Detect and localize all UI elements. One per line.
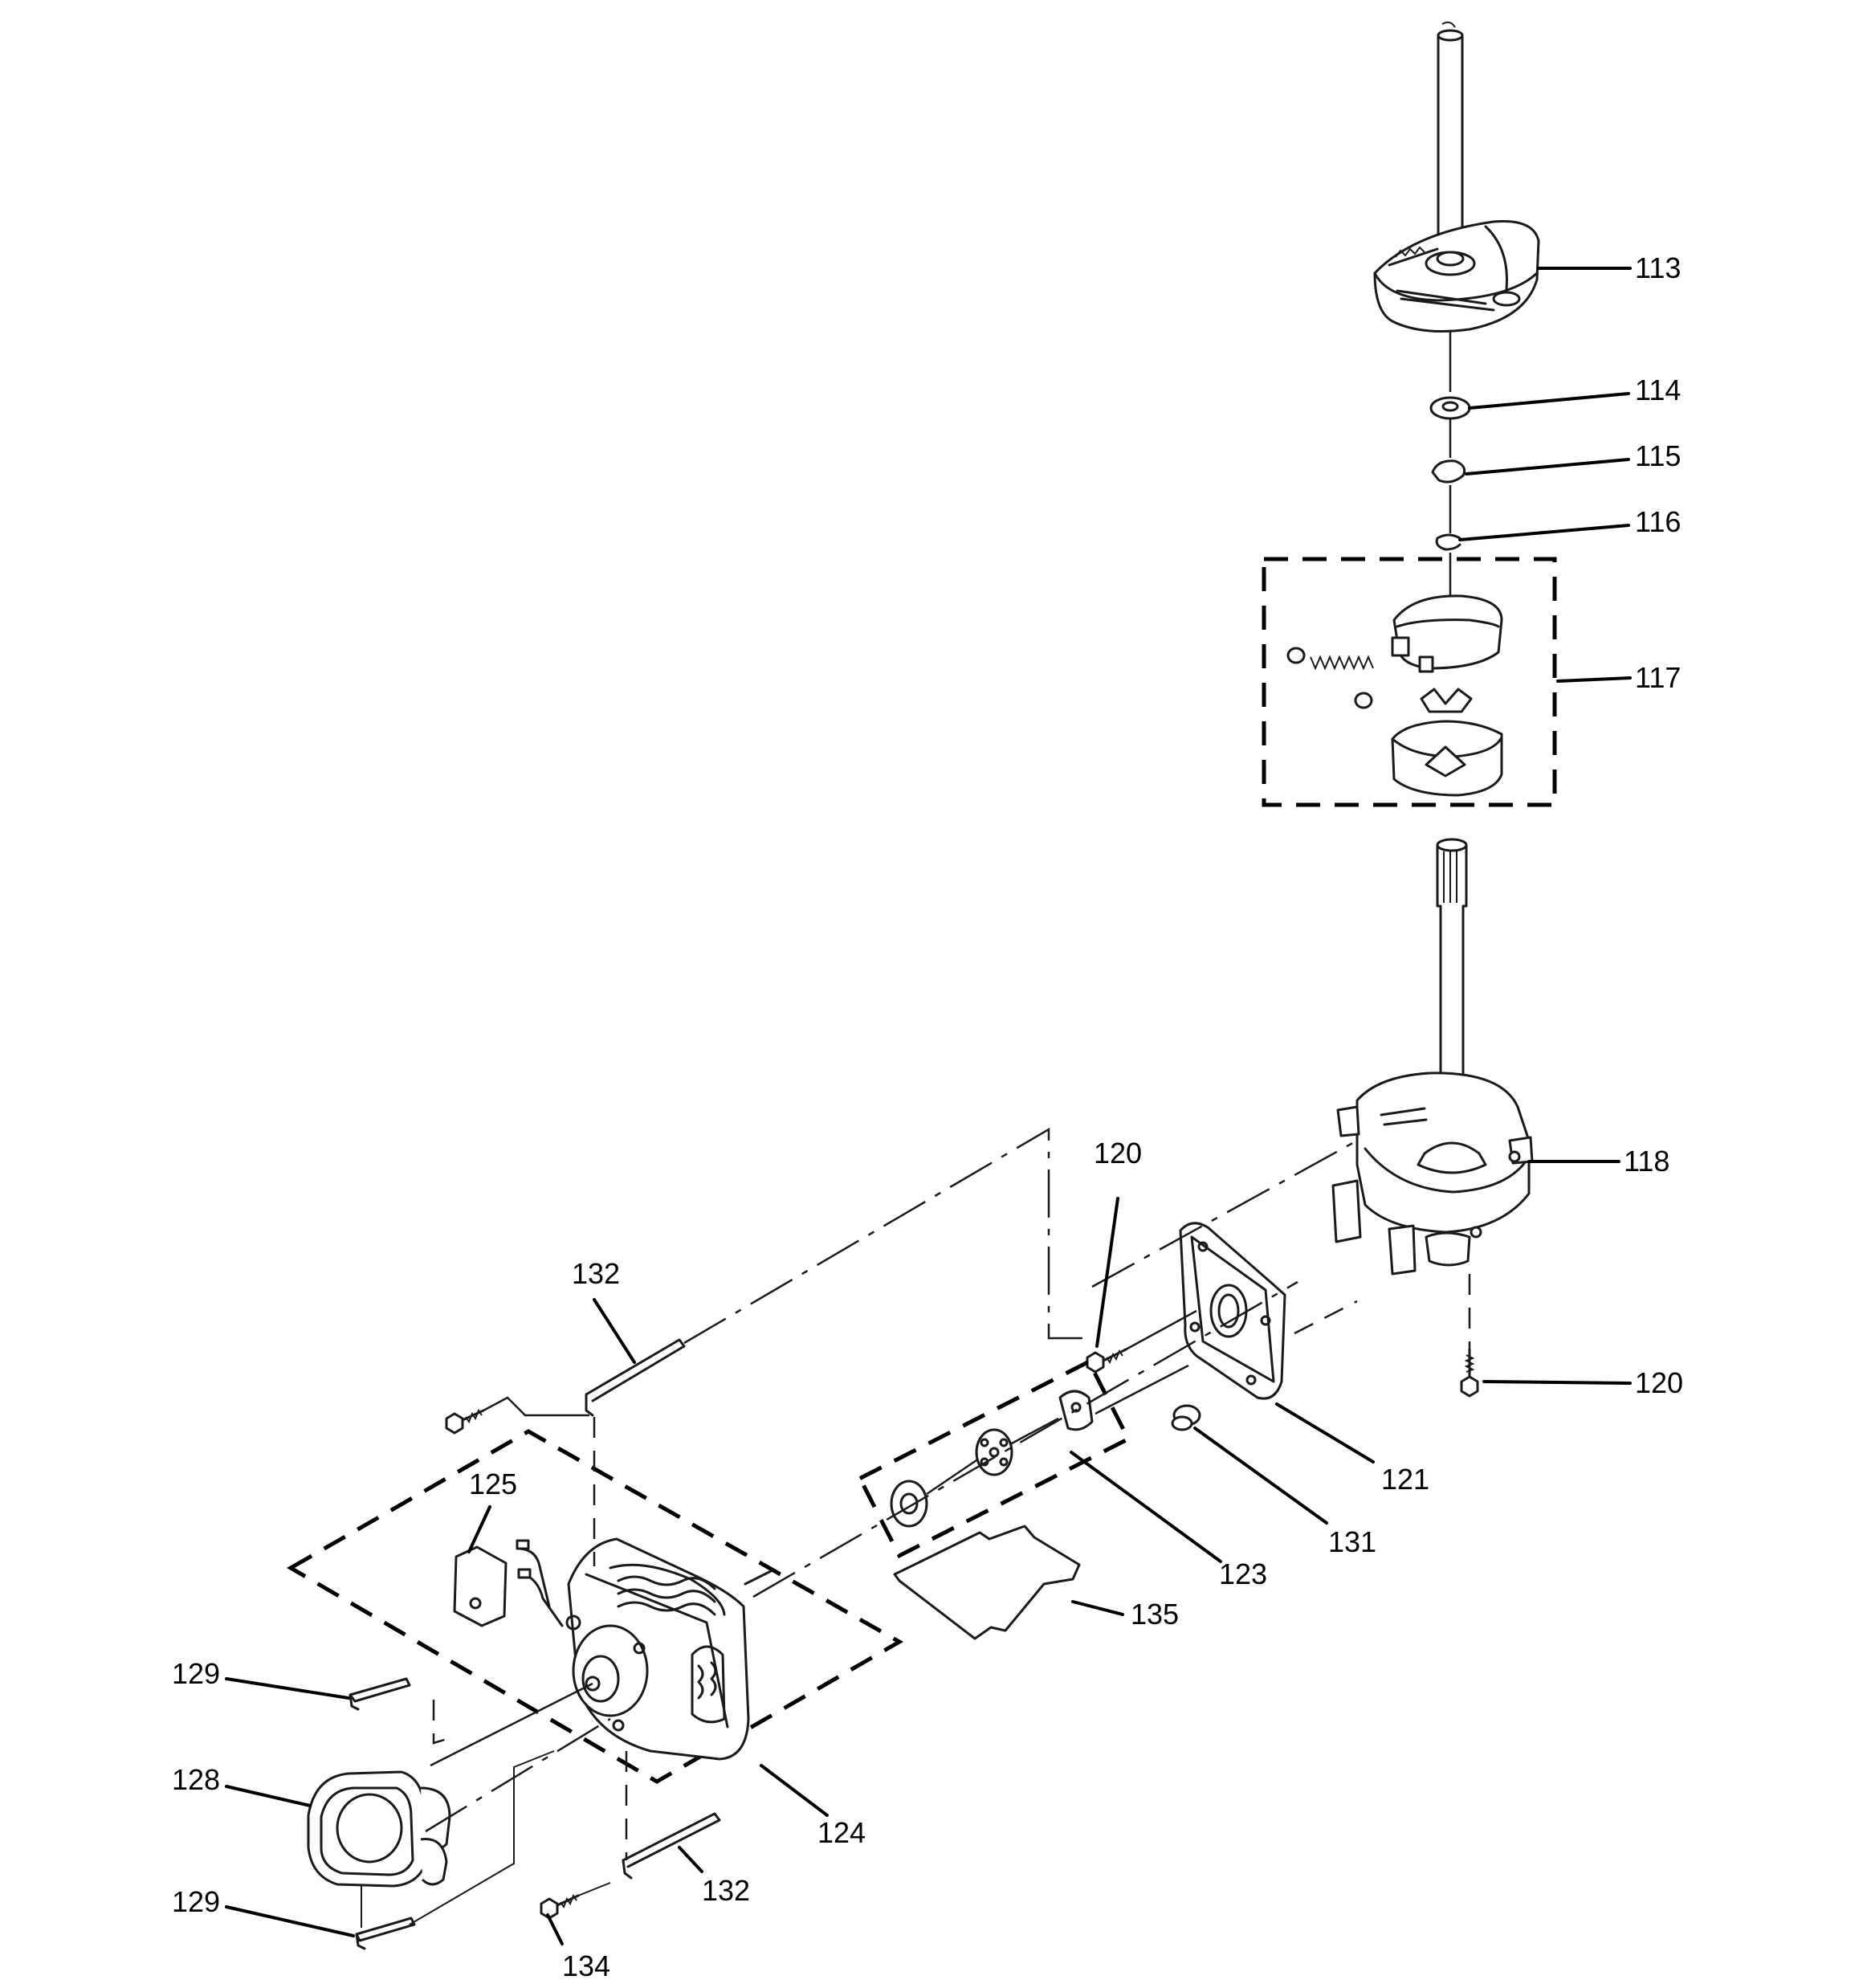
part-120-screw-lower [1460, 1348, 1479, 1398]
callout-118: 118 [1624, 1145, 1669, 1178]
part-125-switch [453, 1539, 564, 1627]
part-117-clutch-assembly [1286, 594, 1503, 797]
part-115-clip [1431, 459, 1466, 484]
part-129-clip-lower [355, 1917, 416, 1950]
callout-115: 115 [1635, 439, 1681, 472]
part-116-retaining-ring [1435, 533, 1461, 551]
callout-leaders [225, 267, 1632, 1945]
part-114-washer [1429, 396, 1471, 420]
callout-132-lower: 132 [702, 1874, 750, 1907]
part-123-group-box [857, 1358, 1131, 1559]
part-113-brake-assembly [1373, 220, 1540, 333]
callout-117: 117 [1635, 661, 1681, 694]
callout-131: 131 [1328, 1525, 1376, 1558]
part-132-bracket-lower [622, 1812, 721, 1880]
assembly-lines [361, 1127, 1471, 1928]
callout-129-lower: 129 [172, 1885, 220, 1918]
part-118-transmission [1331, 1072, 1534, 1276]
part-121-mounting-plate [1179, 1222, 1286, 1400]
callout-121: 121 [1381, 1463, 1429, 1496]
transmission-shaft [1436, 838, 1468, 1145]
part-124-group-box [287, 1429, 904, 1784]
callout-125: 125 [469, 1468, 517, 1500]
callout-135: 135 [1131, 1598, 1179, 1631]
callout-120-upper: 120 [1094, 1137, 1142, 1170]
part-135-pad [893, 1525, 1081, 1640]
callout-114: 114 [1635, 374, 1681, 406]
part-132-bracket-upper [585, 1338, 686, 1417]
callout-116: 116 [1635, 505, 1681, 538]
agitator-shaft [1437, 21, 1464, 262]
callout-123: 123 [1219, 1557, 1267, 1590]
callout-128: 128 [172, 1763, 220, 1796]
part-128-pump [307, 1770, 451, 1888]
part-131-knob [1171, 1404, 1201, 1431]
part-134-screw [540, 1893, 580, 1920]
callout-132-upper: 132 [572, 1257, 620, 1290]
part-129-clip-upper [349, 1677, 411, 1711]
part-120-screw-upper [1086, 1348, 1127, 1374]
callout-134: 134 [562, 1949, 610, 1982]
part-124-motor [565, 1537, 773, 1761]
callout-labels: 113 114 115 116 117 118 120 120 121 123 … [172, 251, 1683, 1982]
callout-113: 113 [1635, 251, 1681, 284]
callout-129-upper: 129 [172, 1657, 220, 1690]
screw-upper-left [445, 1408, 485, 1435]
callout-120-lower: 120 [1635, 1366, 1683, 1399]
callout-124: 124 [817, 1816, 866, 1849]
